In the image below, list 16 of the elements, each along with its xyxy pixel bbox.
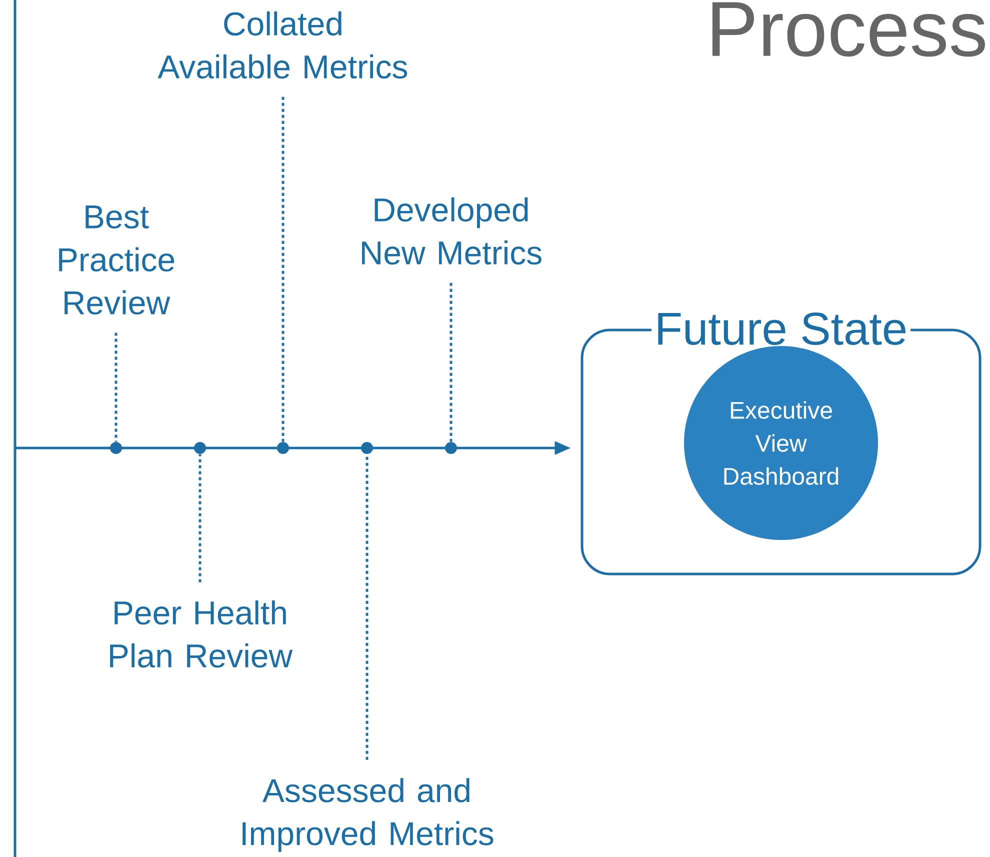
timeline-dot <box>361 442 373 454</box>
timeline-dot <box>445 442 457 454</box>
timeline-dot <box>194 442 206 454</box>
timeline-dot <box>110 442 122 454</box>
leader-line <box>450 282 452 442</box>
milestone-label: Best Practice Review <box>59 205 174 315</box>
milestone-label: Developed New Metrics <box>362 197 542 265</box>
milestone-label: Collated Available Metrics <box>158 11 408 79</box>
leader-line <box>282 96 284 442</box>
leader-line <box>198 454 202 582</box>
title: Process <box>712 2 985 57</box>
leader-line <box>114 332 118 442</box>
timeline-dot <box>277 442 289 454</box>
milestone-label: Peer Health Plan Review <box>110 600 293 668</box>
leader-line <box>366 454 368 760</box>
milestone-label: Assessed and Improved Metrics <box>242 778 494 852</box>
